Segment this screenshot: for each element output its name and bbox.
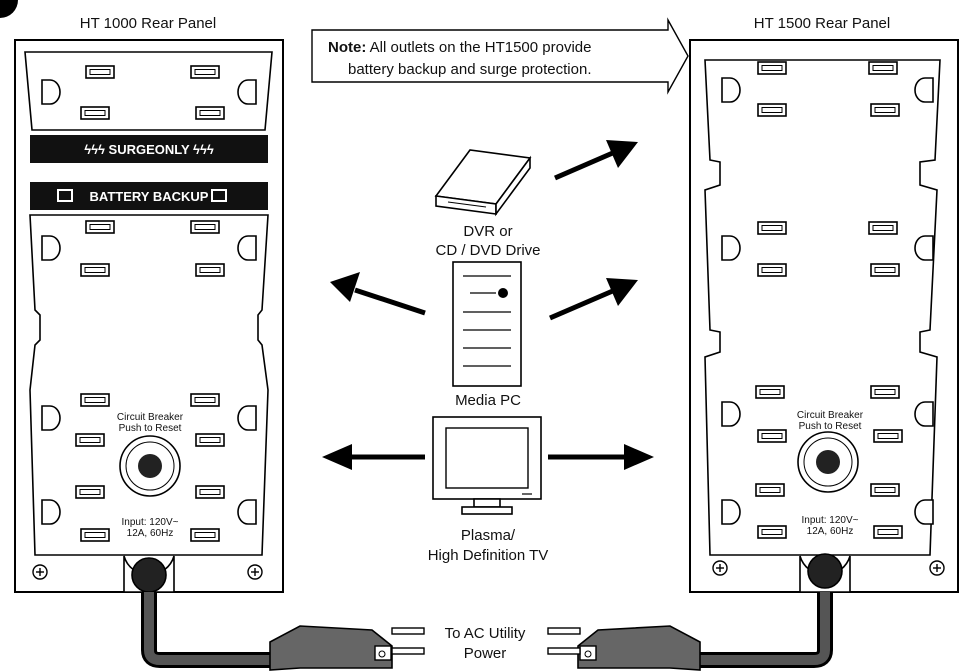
pc-label: Media PC — [455, 392, 521, 409]
surge-only-label: ϟϟϟ SURGEONLY ϟϟϟ — [84, 142, 214, 157]
plasma-tv-icon — [432, 416, 542, 515]
outlet-slot — [870, 385, 900, 399]
tv-label-line2: High Definition TV — [428, 547, 549, 564]
breaker-label-line2: Push to Reset — [119, 423, 182, 434]
outlet-slot — [868, 221, 898, 235]
outlet-slot — [870, 483, 900, 497]
outlet-slot — [190, 393, 220, 407]
screw-icon — [929, 560, 945, 576]
ht1500-title: HT 1500 Rear Panel — [754, 15, 890, 32]
media-pc-tower-icon — [452, 261, 522, 387]
outlet-slot — [757, 221, 787, 235]
arrow-to-ht1500-middle — [549, 278, 638, 321]
outlet-slot — [80, 528, 110, 542]
battery-backup-label: BATTERY BACKUP — [90, 189, 209, 204]
ht1000-title: HT 1000 Rear Panel — [80, 15, 216, 32]
arrow-to-ht1000-upper — [330, 272, 426, 316]
breaker-label-line2: Push to Reset — [799, 421, 862, 432]
input-rating-line2: 12A, 60Hz — [127, 528, 174, 539]
ht1500-rear-panel: HT 1500 Rear Panel Circuit Breaker Push … — [689, 15, 959, 593]
outlet-slot — [757, 525, 787, 539]
left-plug-icon — [269, 625, 425, 671]
outlet-slot — [80, 106, 110, 120]
dvr-label-line1: DVR or — [463, 223, 512, 240]
ground-slot — [237, 499, 257, 525]
outlet-slot — [757, 103, 787, 117]
outlet-slot — [85, 220, 115, 234]
outlet-slot — [195, 433, 225, 447]
tv-label-line1: Plasma/ — [461, 527, 516, 544]
ground-slot — [721, 77, 741, 103]
ground-slot — [914, 401, 934, 427]
outlet-slot — [195, 106, 225, 120]
ground-slot — [41, 235, 61, 261]
surge-only-banner — [30, 135, 268, 163]
outlet-slot — [757, 429, 787, 443]
outlet-slot — [755, 385, 785, 399]
power-label-line1: To AC Utility — [445, 625, 526, 642]
outlet-slot — [195, 485, 225, 499]
input-rating-line1: Input: 120V~ — [802, 515, 859, 526]
screw-icon — [712, 560, 728, 576]
battery-backup-banner — [30, 182, 268, 210]
outlet-slot — [190, 65, 220, 79]
ground-slot — [721, 499, 741, 525]
ground-slot — [721, 235, 741, 261]
outlet-slot — [873, 429, 903, 443]
outlet-slot — [870, 263, 900, 277]
outlet-slot — [75, 485, 105, 499]
right-power-cord — [690, 592, 833, 668]
outlet-slot — [190, 220, 220, 234]
note-line1: Note: All outlets on the HT1500 provide — [328, 39, 591, 56]
breaker-label-line1: Circuit Breaker — [797, 410, 864, 421]
outlet-slot — [755, 483, 785, 497]
note-callout: Note: All outlets on the HT1500 provide … — [311, 17, 689, 95]
note-line2: battery backup and surge protection. — [348, 61, 592, 78]
ground-slot — [721, 401, 741, 427]
ground-slot — [41, 499, 61, 525]
outlet-slot — [868, 61, 898, 75]
arrow-to-ht1000-lower — [322, 444, 425, 470]
outlet-slot — [757, 61, 787, 75]
ht1000-rear-panel: HT 1000 Rear Panel ϟϟϟ SURGEONLY ϟϟϟ BAT… — [14, 15, 284, 593]
outlet-slot — [80, 263, 110, 277]
dvr-drive-icon — [434, 149, 532, 217]
ground-slot — [914, 77, 934, 103]
corner-badge — [0, 0, 18, 18]
outlet-slot — [85, 65, 115, 79]
breaker-label-line1: Circuit Breaker — [117, 412, 184, 423]
outlet-slot — [873, 525, 903, 539]
outlet-slot — [75, 433, 105, 447]
arrow-to-ht1500-top — [554, 140, 638, 181]
ground-slot — [914, 499, 934, 525]
dvr-label-line2: CD / DVD Drive — [435, 242, 540, 259]
input-rating-line1: Input: 120V~ — [122, 517, 179, 528]
outlet-slot — [870, 103, 900, 117]
ground-slot — [237, 405, 257, 431]
outlet-slot — [757, 263, 787, 277]
outlet-slot — [190, 528, 220, 542]
circuit-breaker-button[interactable] — [797, 431, 859, 493]
input-rating-line2: 12A, 60Hz — [807, 526, 854, 537]
screw-icon — [32, 564, 48, 580]
ground-slot — [237, 235, 257, 261]
battery-icon — [57, 189, 227, 202]
power-label-line2: Power — [464, 645, 507, 662]
outlet-slot — [195, 263, 225, 277]
outlet-slot — [80, 393, 110, 407]
ground-slot — [914, 235, 934, 261]
circuit-breaker-button[interactable] — [119, 435, 181, 497]
right-plug-icon — [547, 625, 701, 671]
ground-slot — [237, 79, 257, 105]
ground-slot — [41, 79, 61, 105]
screw-icon — [247, 564, 263, 580]
left-power-cord — [141, 592, 280, 668]
ground-slot — [41, 405, 61, 431]
arrow-to-ht1500-lower — [548, 444, 654, 470]
